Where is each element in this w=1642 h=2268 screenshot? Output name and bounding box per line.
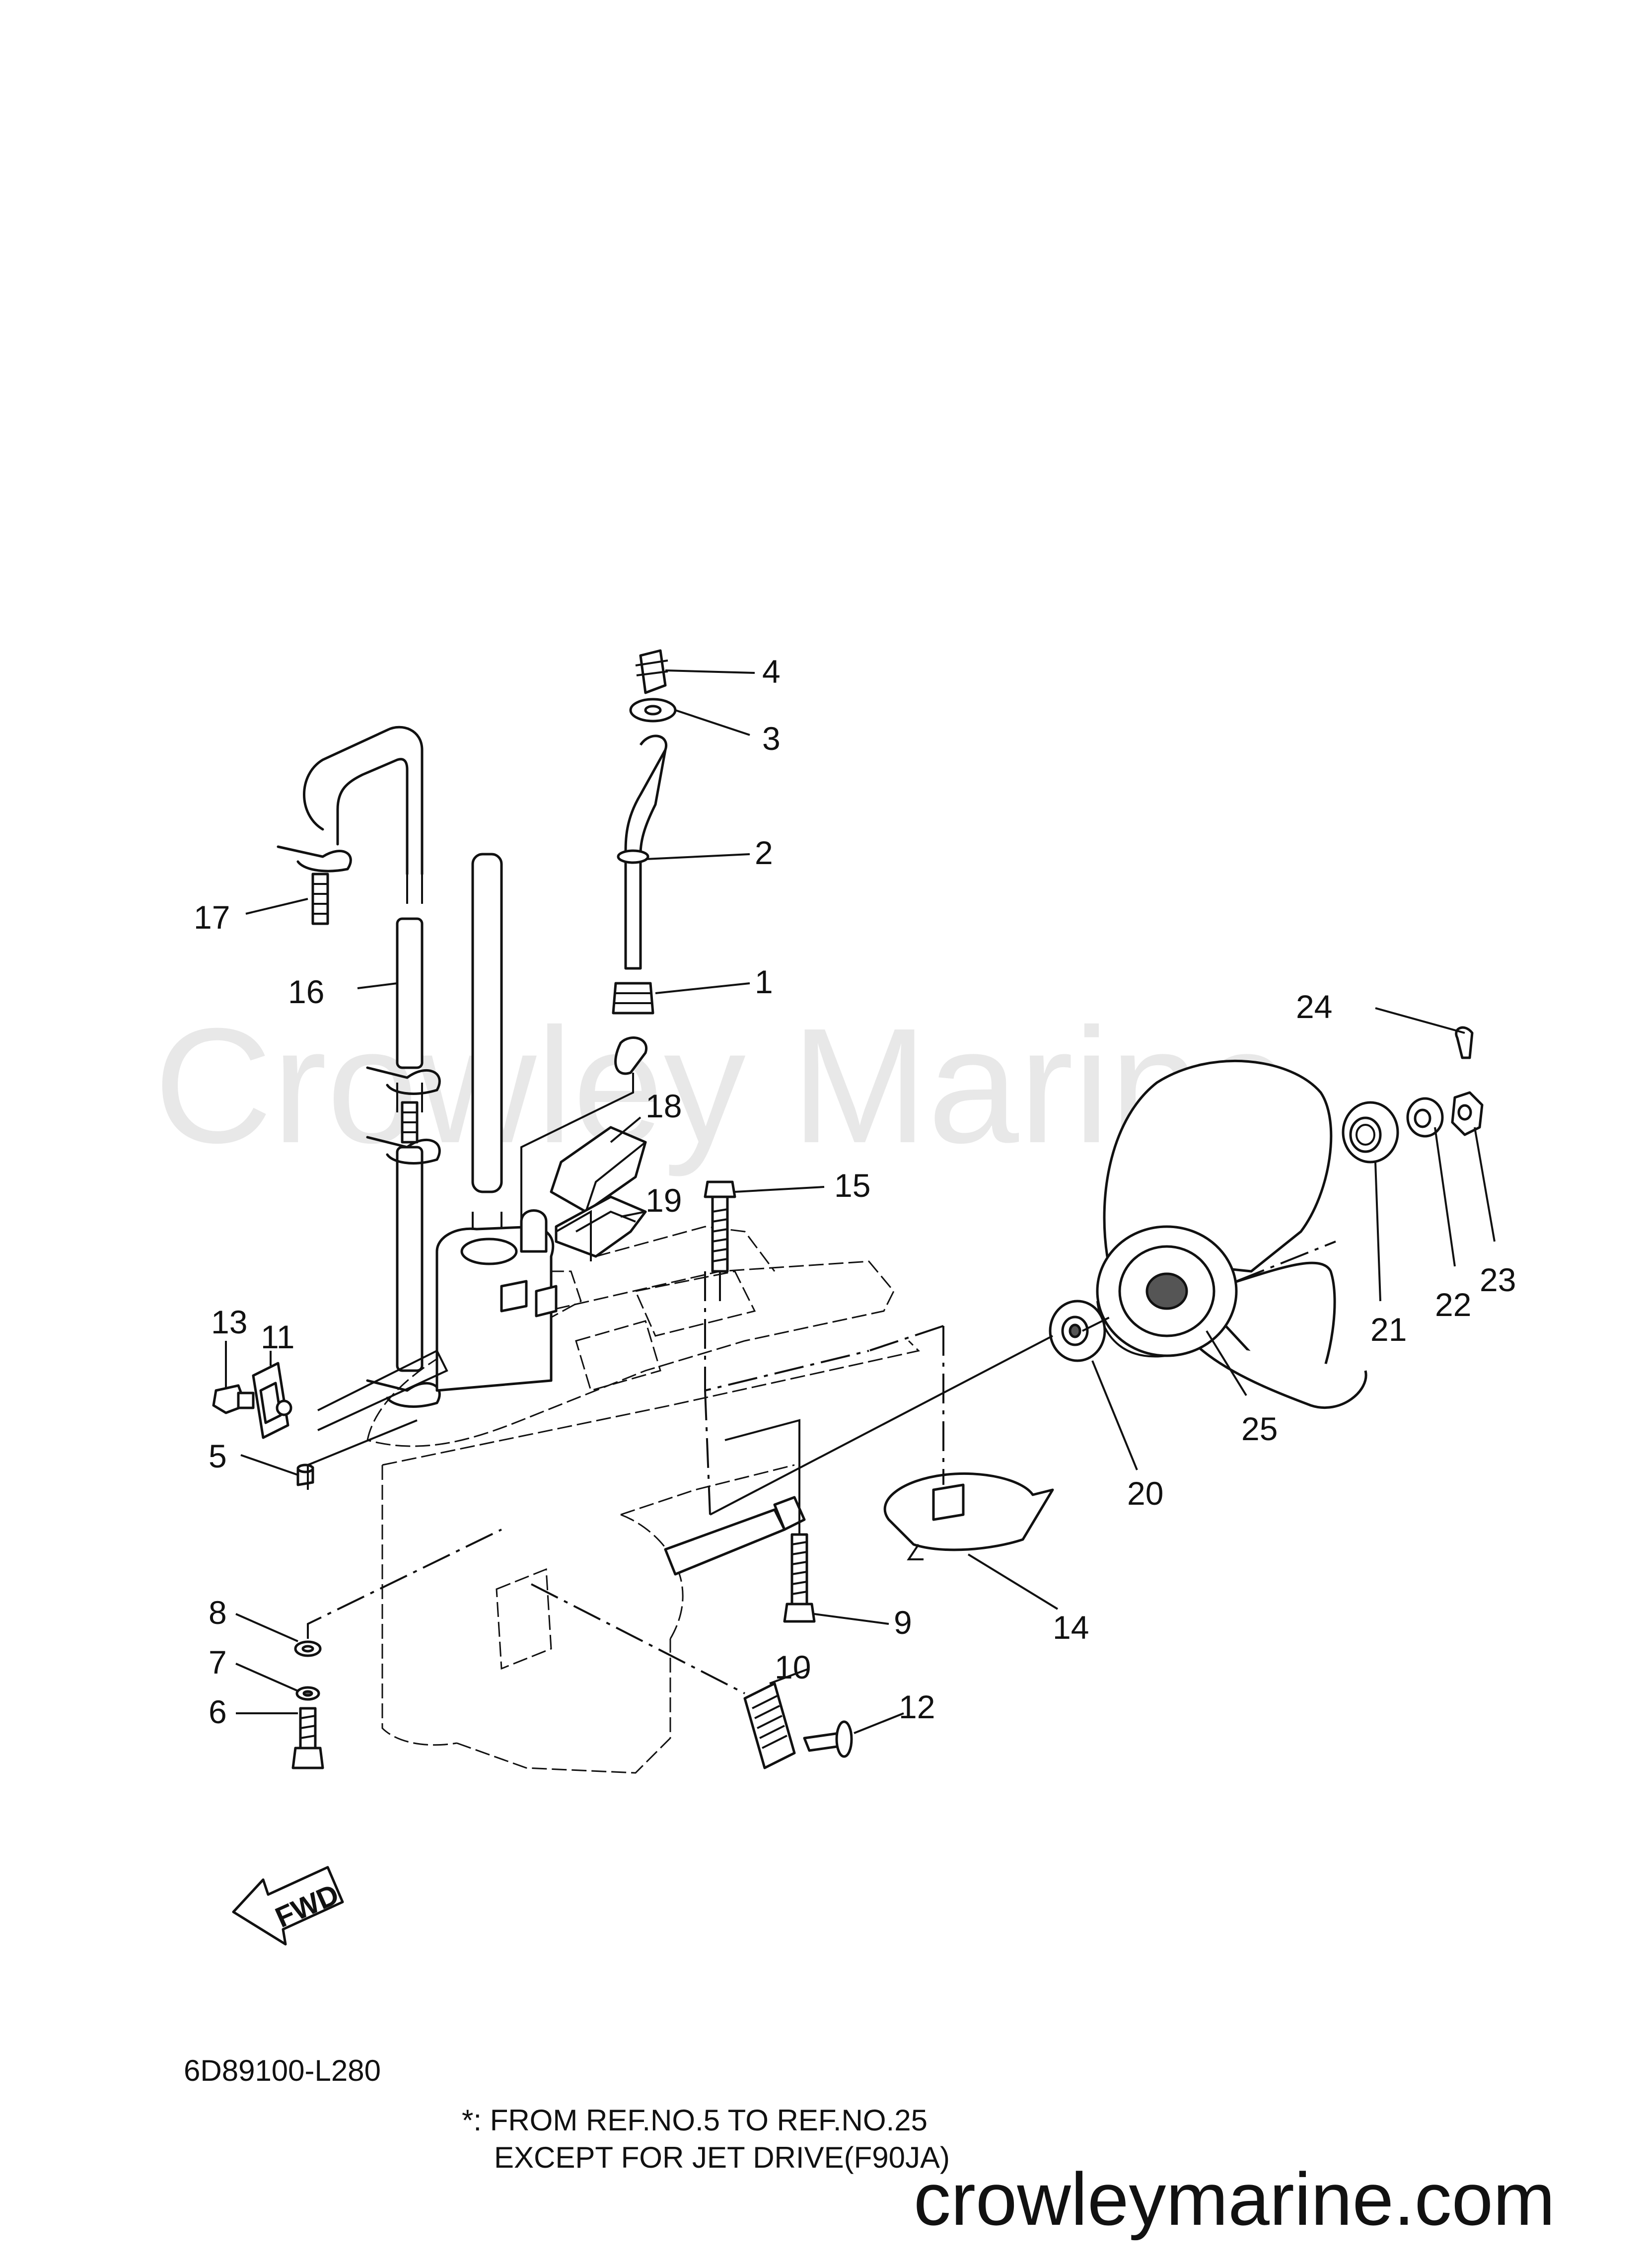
anode-10-screw-12 — [743, 1682, 853, 1769]
label-6: 6 — [209, 1693, 227, 1730]
label-11: 11 — [261, 1318, 295, 1355]
watermark-text: Crowley Marine — [154, 994, 1292, 1178]
footnote-line-1: *: FROM REF.NO.5 TO REF.NO.25 — [462, 2104, 928, 2137]
label-7: 7 — [209, 1644, 227, 1681]
label-13: 13 — [211, 1304, 247, 1340]
cotter-pin-24 — [1455, 1026, 1474, 1059]
label-3: 3 — [762, 720, 781, 757]
label-5: 5 — [209, 1438, 227, 1474]
part-number-labels: 4 3 2 1 24 18 19 15 16 17 13 11 5 8 7 6 … — [194, 653, 1516, 1730]
propeller-25 — [1096, 1060, 1367, 1409]
label-17: 17 — [194, 899, 230, 936]
label-2: 2 — [755, 834, 773, 871]
footnote-line-2: EXCEPT FOR JET DRIVE(F90JA) — [494, 2141, 950, 2174]
label-23: 23 — [1480, 1261, 1516, 1298]
label-25: 25 — [1241, 1410, 1278, 1447]
leader-lines — [225, 669, 1496, 1734]
parts-8-7-6 — [291, 1640, 324, 1769]
washer-22 — [1406, 1097, 1444, 1138]
bolt-9 — [783, 1533, 816, 1623]
water-pump-housing — [435, 1209, 558, 1392]
anode-18-and-grommet-19 — [550, 1126, 647, 1258]
label-18: 18 — [645, 1088, 682, 1124]
water-pipe-assembly — [612, 649, 677, 1075]
label-21: 21 — [1370, 1311, 1407, 1348]
label-9: 9 — [894, 1604, 912, 1641]
label-1: 1 — [755, 963, 773, 1000]
diagram-code: 6D89100-L280 — [184, 2054, 381, 2087]
label-12: 12 — [899, 1688, 935, 1725]
label-22: 22 — [1435, 1286, 1471, 1323]
label-8: 8 — [209, 1594, 227, 1631]
propeller-shaft-splines — [664, 1496, 806, 1576]
label-19: 19 — [645, 1182, 682, 1219]
label-4: 4 — [762, 653, 781, 690]
label-24: 24 — [1296, 988, 1332, 1025]
label-10: 10 — [775, 1649, 811, 1685]
trim-tab-14 — [883, 1472, 1054, 1560]
parts-13-11-5 — [212, 1362, 314, 1486]
label-15: 15 — [834, 1167, 870, 1204]
label-14: 14 — [1053, 1609, 1089, 1646]
assembly-lines — [307, 1073, 1336, 1694]
water-hose-assembly — [277, 726, 441, 1408]
spacer-21 — [1342, 1101, 1399, 1164]
nut-23 — [1451, 1091, 1484, 1136]
forward-direction-arrow: FWD — [232, 1866, 344, 1946]
bolt-15 — [704, 1180, 736, 1273]
thrust-washer-20 — [1049, 1300, 1106, 1362]
label-20: 20 — [1127, 1475, 1163, 1512]
site-url[interactable]: crowleymarine.com — [914, 2157, 1555, 2241]
label-16: 16 — [288, 973, 324, 1010]
